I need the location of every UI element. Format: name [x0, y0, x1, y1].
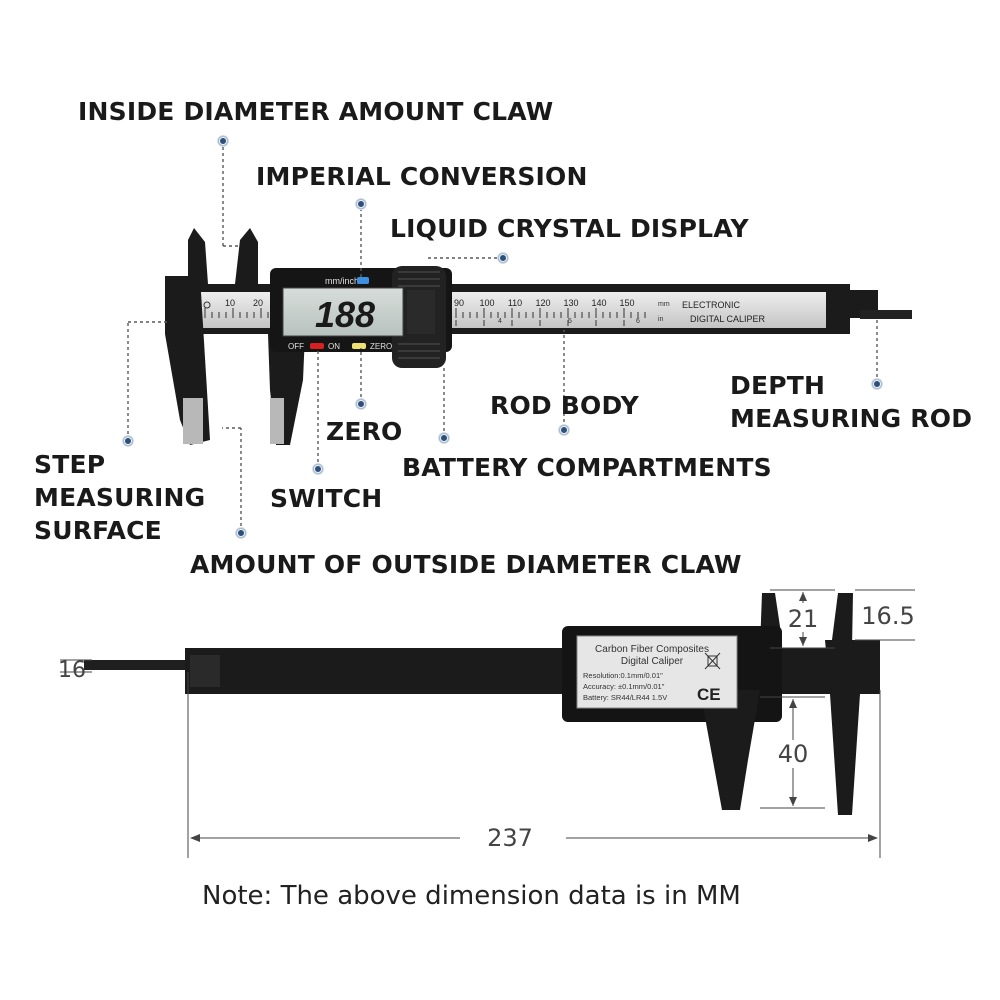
scale-label: 10 [225, 298, 235, 308]
unit-button-label: mm/inch [325, 276, 359, 286]
back-beam-end [190, 655, 220, 687]
plate-line2: Digital Caliper [621, 656, 684, 667]
label-imperial-conversion: IMPERIAL CONVERSION [256, 162, 588, 191]
dim-21: 21 [788, 605, 819, 633]
dot-inside-claw [217, 135, 229, 147]
dimension-arrows [190, 592, 878, 842]
brand-line2: DIGITAL CALIPER [690, 314, 766, 324]
back-fixed-jaw [825, 640, 880, 815]
back-depth-rod [84, 660, 194, 670]
brand-line1: ELECTRONIC [682, 300, 741, 310]
plate-line3: Resolution:0.1mm/0.01" [583, 671, 663, 680]
dot-step [122, 435, 134, 447]
scale-label: 140 [591, 298, 606, 308]
inch-mark: 5 [568, 318, 572, 325]
lcd-screen [282, 287, 404, 337]
back-slider-jaw [700, 690, 760, 810]
fixed-inside-claw [188, 228, 208, 284]
info-plate [576, 635, 738, 709]
dot-zero [355, 398, 367, 410]
dim-40: 40 [778, 740, 809, 768]
label-step-line1: STEP [34, 450, 106, 479]
plate-line5: Battery: SR44/LR44 1.5V [583, 693, 667, 702]
dot-depth [871, 378, 883, 390]
dot-battery [438, 432, 450, 444]
scale-label: 150 [619, 298, 634, 308]
weee-icon [704, 652, 721, 670]
inch-mark: 6 [636, 318, 640, 325]
slider-inside-claw [235, 228, 258, 284]
depth-rod [860, 310, 912, 319]
plate-line4: Accuracy: ±0.1mm/0.01" [583, 682, 665, 691]
ruler-ticks [204, 308, 646, 326]
callout-dots [122, 135, 883, 539]
lcd-readout: 188 [315, 294, 375, 335]
unit-button[interactable] [357, 277, 369, 284]
units-note: Note: The above dimension data is in MM [202, 881, 741, 911]
scale-label: 20 [253, 298, 263, 308]
label-inside-claw: INSIDE DIAMETER AMOUNT CLAW [78, 97, 554, 126]
label-step-line2: MEASURING [34, 483, 206, 512]
front-caliper: 188 mm/inch OFF ON ZERO 10 20 90 100 110… [165, 228, 912, 445]
zero-button-label: ZERO [370, 342, 392, 351]
label-switch: SWITCH [270, 484, 383, 513]
dim-16-5: 16.5 [861, 602, 914, 630]
back-caliper: Carbon Fiber Composites Digital Caliper … [58, 589, 915, 858]
label-depth-line1: DEPTH [730, 371, 826, 400]
dim-237: 237 [487, 824, 533, 852]
dim-16: 16 [58, 658, 86, 683]
inch-mark: 4 [498, 318, 502, 325]
label-liquid-crystal-display: LIQUID CRYSTAL DISPLAY [390, 214, 749, 243]
dot-imperial [355, 198, 367, 210]
switch-button[interactable] [310, 343, 324, 349]
leader-lines [127, 147, 878, 532]
ce-mark: CE [697, 685, 721, 704]
label-zero: ZERO [326, 417, 403, 446]
label-step-line3: SURFACE [34, 516, 162, 545]
slider-jaw-face [270, 398, 284, 444]
on-label: ON [328, 342, 340, 351]
unit-mm: mm [658, 301, 670, 308]
zero-button[interactable] [352, 343, 366, 349]
scale-label: 110 [508, 298, 522, 308]
scale-label: 120 [535, 298, 550, 308]
battery-cover [407, 290, 435, 334]
dot-rod-body [558, 424, 570, 436]
dot-lcd [497, 252, 509, 264]
dot-outside-claw [235, 527, 247, 539]
zero-mark [203, 301, 211, 309]
scale-label: 130 [563, 298, 578, 308]
label-outside-claw: AMOUNT OF OUTSIDE DIAMETER CLAW [190, 550, 742, 579]
scale-label: 100 [479, 298, 494, 308]
scale-label: 90 [454, 298, 464, 308]
label-rod-body: ROD BODY [490, 391, 639, 420]
unit-in: in [658, 316, 664, 323]
off-label: OFF [288, 342, 304, 351]
fixed-jaw-face [183, 398, 203, 444]
label-depth-line2: MEASURING ROD [730, 404, 973, 433]
plate-line1: Carbon Fiber Composites [595, 644, 709, 655]
back-inside-claw-fixed [832, 593, 853, 648]
label-battery-compartments: BATTERY COMPARTMENTS [402, 453, 772, 482]
dot-switch [312, 463, 324, 475]
thumb-wheel-grip [398, 271, 440, 359]
